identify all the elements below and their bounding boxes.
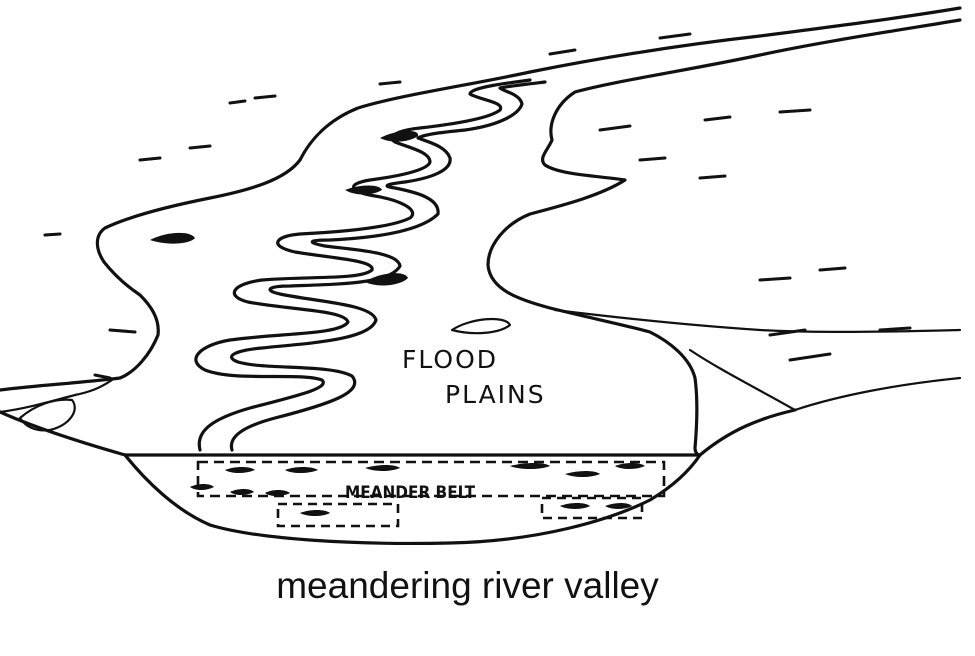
oxbow-lake-5 [345, 185, 382, 195]
oxbow-lake-2 [365, 273, 408, 286]
meander-belt-label: MEANDER BELT [345, 483, 476, 503]
oxbow-lake-3 [380, 130, 419, 142]
flood-plains-label-line2: PLAINS [445, 380, 546, 409]
left-terrace-line [0, 378, 114, 414]
sediment-mark [615, 463, 645, 469]
sediment-mark [225, 467, 255, 473]
contour-dash [228, 99, 247, 105]
right-terrace-line [553, 308, 962, 333]
sediment-lens-2 [540, 496, 644, 520]
left-hatch [18, 398, 76, 432]
cross-section-top [0, 408, 797, 457]
right-bluff-edge [688, 348, 962, 412]
contour-dash [43, 232, 62, 237]
sediment-mark [510, 463, 550, 469]
sediment-mark [365, 465, 400, 471]
river-channel [194, 78, 532, 452]
sediment-mark [285, 467, 318, 473]
contour-dash [138, 156, 162, 162]
right-valley-wall [486, 18, 962, 457]
flood-plains-label-line1: FLOOD [402, 345, 498, 374]
cross-section-bottom [123, 453, 702, 546]
sediment-mark [605, 503, 632, 509]
oxbow-lake-1 [150, 232, 195, 244]
contour-dash [598, 124, 632, 132]
contour-dash [698, 174, 727, 180]
contour-dash [778, 108, 812, 114]
contour-dash [758, 276, 792, 282]
contour-dash [93, 373, 112, 380]
sediment-mark [190, 484, 214, 490]
contour-dash [548, 48, 577, 56]
contour-dash [188, 144, 212, 150]
sediment-mark [560, 503, 590, 509]
left-valley-wall [0, 6, 962, 392]
meander-belt-box [196, 460, 666, 498]
contour-dash [878, 326, 912, 332]
contour-dash [378, 80, 402, 86]
sediment-lens-1 [276, 502, 400, 528]
contour-dash [253, 94, 277, 100]
contour-dash [108, 328, 137, 334]
contour-dash [818, 266, 847, 272]
oxbow-lake-4 [450, 317, 512, 335]
contour-dash [658, 32, 692, 40]
sediment-mark [565, 471, 600, 477]
sediment-mark [230, 489, 254, 495]
contour-dash [768, 328, 807, 337]
sediment-mark [300, 510, 330, 516]
sediment-mark [265, 490, 290, 496]
diagram-caption: meandering river valley [276, 565, 659, 606]
contour-dash [788, 352, 832, 362]
contour-dash [703, 115, 732, 122]
contour-dash [638, 156, 667, 162]
river-channel-inner [229, 80, 547, 452]
